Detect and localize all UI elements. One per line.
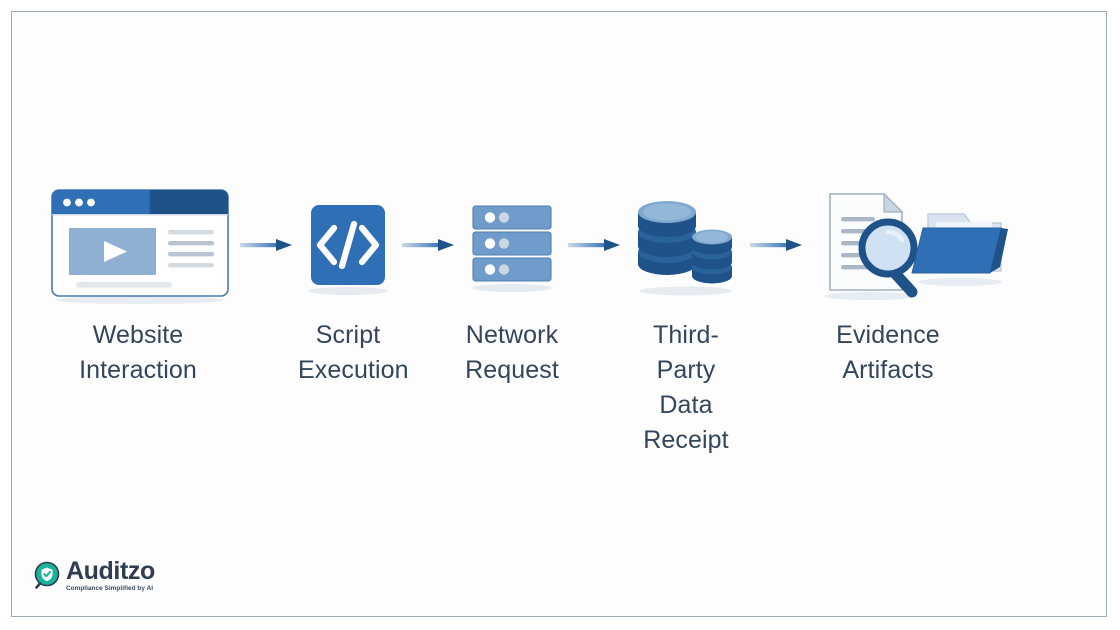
shield-check-magnifier-icon — [34, 561, 60, 589]
logo-tagline: Compliance Simplified by AI — [66, 585, 154, 592]
database-small — [692, 229, 732, 283]
canvas-border — [11, 11, 1107, 617]
arrow-right-icon — [402, 238, 454, 251]
code-brackets-icon — [308, 204, 388, 295]
label-evidence-artifacts: Evidence Artifacts — [836, 321, 940, 384]
browser-window-video-icon — [51, 188, 229, 304]
arrow-right-icon — [568, 238, 620, 251]
database-cylinders-icon — [638, 200, 732, 295]
auditzo-logo[interactable]: Auditzo Compliance Simplified by AI — [33, 559, 155, 593]
label-website-interaction: Website Interaction — [79, 321, 197, 384]
arrow-right-icon — [240, 238, 292, 251]
step-icon-website-interaction[interactable] — [40, 182, 236, 307]
arrow-right-icon — [750, 238, 802, 251]
database-large — [638, 200, 696, 275]
step-icon-script-execution[interactable] — [298, 182, 398, 307]
logo-wordmark: Auditzo — [66, 557, 155, 585]
label-script-execution: Script Execution — [298, 321, 409, 384]
document-magnifier-folder-icon — [824, 192, 1008, 300]
label-third-party-data-receipt: Third-Party Data Receipt — [643, 321, 729, 454]
arrow-3 — [568, 238, 622, 252]
process-flow-row — [40, 182, 1070, 307]
logo-text-group: Auditzo Compliance Simplified by AI — [66, 559, 155, 593]
step-icon-evidence-artifacts[interactable] — [808, 182, 1008, 307]
server-rack-icon — [472, 204, 552, 292]
process-flow-labels: Website Interaction Script Execution Net… — [40, 318, 1070, 454]
arrow-4 — [750, 238, 804, 252]
arrow-1 — [240, 238, 294, 252]
label-network-request: Network Request — [465, 321, 559, 384]
arrow-2 — [402, 238, 456, 252]
step-icon-network-request[interactable] — [460, 182, 564, 307]
magnifier-icon — [858, 218, 918, 297]
step-icon-third-party-data-receipt[interactable] — [626, 182, 746, 307]
folder-icon — [911, 212, 1008, 273]
